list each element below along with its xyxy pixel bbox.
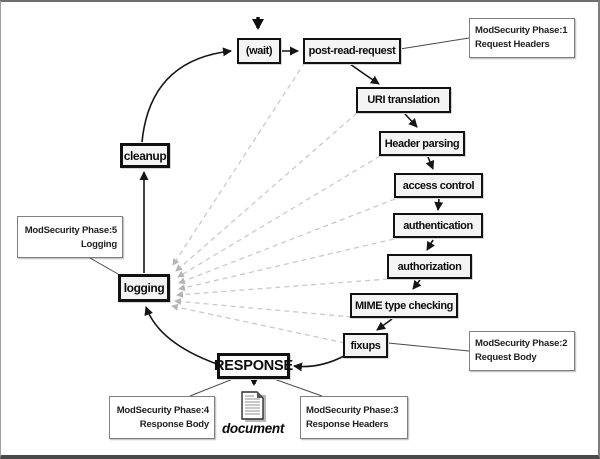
annotation-phase3-subtitle: Response Headers [306,418,389,430]
annotation-phase5: ModSecurity Phase:5 Logging [17,216,123,258]
entry-and-output-arrows [248,17,264,386]
node-mime-type-checking: MIME type checking [350,293,458,318]
annotation-phase5-subtitle: Logging [80,238,117,250]
annotation-phase1-title: ModSecurity Phase:1 [475,25,568,36]
node-authorization: authorization [387,254,472,279]
annotation-phase4: ModSecurity Phase:4 Response Body [109,396,215,439]
node-authentication: authentication [393,213,483,238]
annotation-phase5-title: ModSecurity Phase:5 [24,225,117,236]
annotation-phase3-title: ModSecurity Phase:3 [306,405,399,416]
annotation-phase2-title: ModSecurity Phase:2 [475,338,568,349]
node-uri-translation: URI translation [356,87,451,113]
document-label: document [221,421,285,436]
annotation-phase2-subtitle: Request Body [475,351,537,363]
annotation-connector-lines [89,37,470,397]
annotation-phase4-title: ModSecurity Phase:4 [116,405,209,416]
node-logging: logging [118,274,170,302]
annotation-phase4-subtitle: Response Body [139,418,209,430]
node-response: RESPONSE [214,353,293,379]
node-header-parsing: Header parsing [379,131,465,156]
node-fixups: fixups [343,333,388,358]
node-wait: (wait) [237,38,281,64]
annotation-phase1-subtitle: Request Headers [475,38,550,50]
annotation-phase1: ModSecurity Phase:1 Request Headers [469,18,575,58]
node-post-read-request: post-read-request [303,38,401,64]
logging-dashed-arrows [171,61,396,344]
annotation-phase3: ModSecurity Phase:3 Response Headers [300,396,408,439]
document-icon [241,391,266,422]
node-access-control: access control [394,173,483,198]
flow-arrows [139,46,444,372]
node-cleanup: cleanup [120,143,170,168]
annotation-phase2: ModSecurity Phase:2 Request Body [469,331,575,371]
